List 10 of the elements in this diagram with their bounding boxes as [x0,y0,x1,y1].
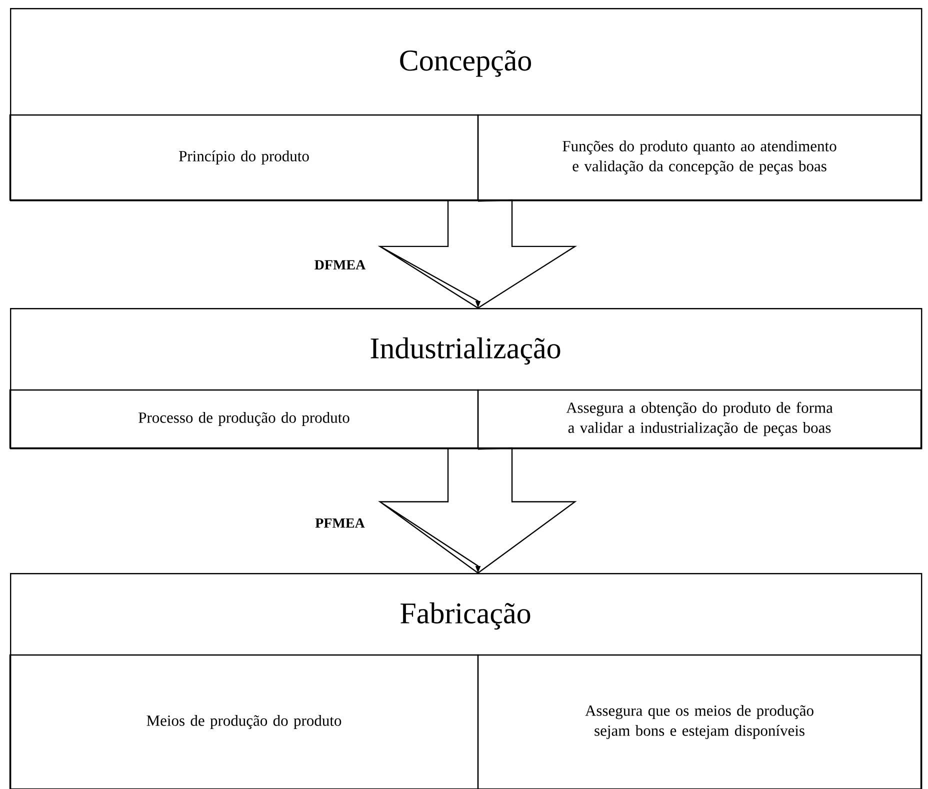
edge-label: PFMEA [315,518,365,528]
block-arrow [378,199,578,309]
cell: Assegura a obtenção do produto de forma a validar a industrialização de peças boas [477,389,922,449]
edge-label: DFMEA [314,260,366,270]
cell: Processo de produção do produto [9,389,479,449]
cell: Assegura que os meios de produção sejam bons e estejam disponíveis [477,654,922,789]
cell: Funções do produto quanto ao atendimento e validação da concepção de peças boas [477,114,922,201]
cell: Princípio do produto [9,114,479,201]
cell: Meios de produção do produto [9,654,479,789]
block-arrow [378,447,577,574]
